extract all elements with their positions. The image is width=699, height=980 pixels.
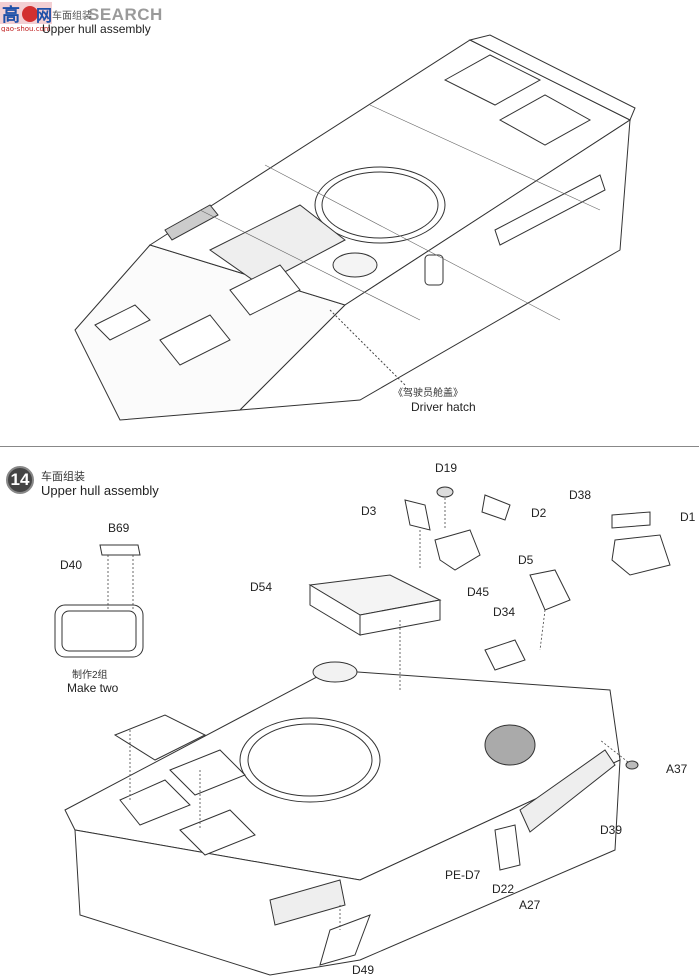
watermark-logo: 高 网 gao-shou.com <box>0 2 52 32</box>
part-label-d49: D49 <box>352 963 375 977</box>
step14-title-en: Upper hull assembly <box>41 483 159 498</box>
watermark-brand: SEARCH <box>88 5 163 24</box>
subassembly-note-en: Make two <box>67 681 119 695</box>
step13-title-cn: 车面组装 <box>52 11 92 22</box>
part-label-pe-d7: PE-D7 <box>445 868 481 882</box>
part-label-d34: D34 <box>493 605 516 619</box>
driver-hatch-callout-cn: 《驾驶员舱盖》 <box>393 388 463 399</box>
svg-text:网: 网 <box>36 6 52 25</box>
part-label-d38: D38 <box>569 488 592 502</box>
part-label-a37: A37 <box>666 762 688 776</box>
part-label-d39: D39 <box>600 823 623 837</box>
svg-text:gao-shou.com: gao-shou.com <box>1 25 51 32</box>
upper-hull-drawing-step13 <box>74 34 636 421</box>
part-label-a27: A27 <box>519 898 541 912</box>
step14-title-cn: 车面组装 <box>41 471 85 483</box>
driver-hatch-callout-en: Driver hatch <box>411 400 476 414</box>
section-divider <box>0 446 699 447</box>
part-label-d54: D54 <box>250 580 273 594</box>
subassembly-note-cn: 制作2组 <box>72 670 108 681</box>
part-label-d3: D3 <box>361 504 377 518</box>
part-label-d2: D2 <box>531 506 547 520</box>
part-label-d1: D1 <box>680 510 696 524</box>
part-label-d5: D5 <box>518 553 534 567</box>
part-label-d45: D45 <box>467 585 490 599</box>
part-label-d40: D40 <box>60 558 83 572</box>
part-label-d19: D19 <box>435 461 458 475</box>
part-label-b69: B69 <box>108 521 130 535</box>
step-number-badge: 14 <box>6 466 34 494</box>
step13-title-en: Upper hull assembly <box>42 22 151 36</box>
svg-text:高: 高 <box>2 4 20 26</box>
part-label-d22: D22 <box>492 882 515 896</box>
